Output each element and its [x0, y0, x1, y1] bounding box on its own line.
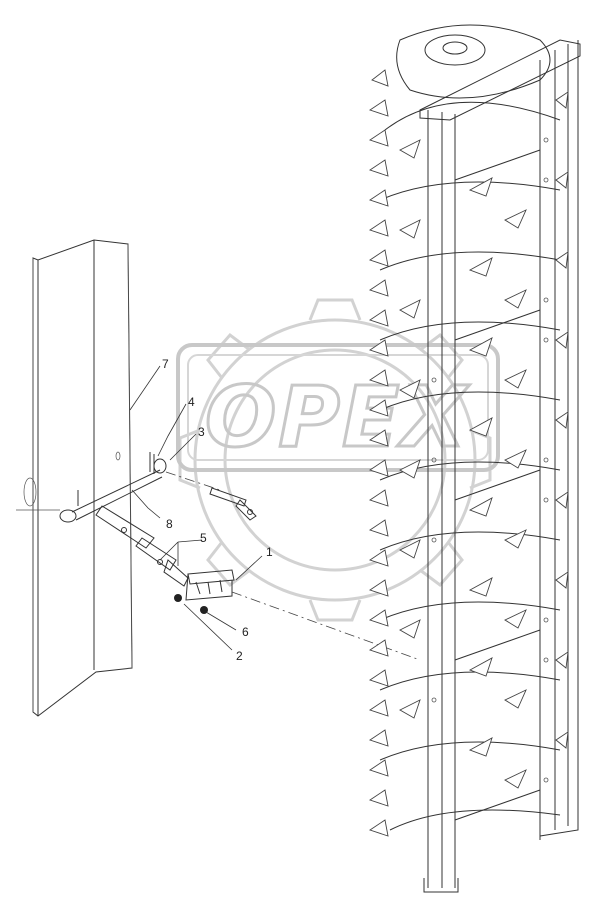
rotor-teeth-right: [555, 91, 569, 749]
rotor-teeth-inner: [399, 139, 527, 789]
nut-pair: [174, 594, 208, 614]
side-panel: [16, 239, 133, 717]
rail-holes: [431, 137, 549, 783]
chain-segment-upper: [209, 487, 257, 521]
bracket: [185, 569, 421, 661]
leader-lines: [129, 365, 263, 651]
callout-5: 5: [200, 531, 207, 545]
rotor-assembly: [368, 24, 581, 893]
watermark-logo: OPEX: [176, 298, 500, 622]
callout-labels: 1 2 3 4 5 6 7 8: [162, 357, 273, 663]
callout-6: 6: [242, 625, 249, 639]
spiral-flights: [379, 101, 561, 831]
watermark-text: OPEX: [205, 368, 470, 466]
callout-8: 8: [166, 517, 173, 531]
callout-7: 7: [162, 357, 169, 371]
callout-3: 3: [198, 425, 205, 439]
callout-1: 1: [266, 545, 273, 559]
linkage-rod: [59, 452, 221, 523]
rotor-teeth-left: [368, 69, 389, 837]
callout-2: 2: [236, 649, 243, 663]
callout-4: 4: [188, 395, 195, 409]
